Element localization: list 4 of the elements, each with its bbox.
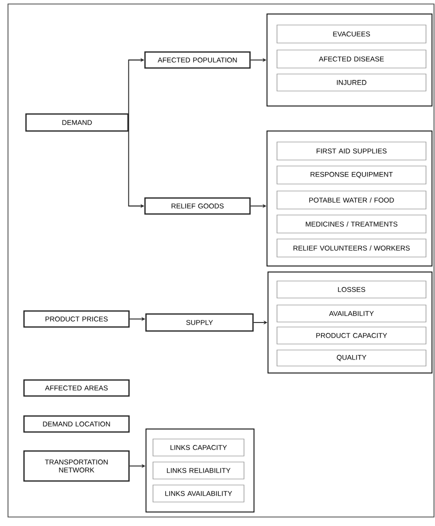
- group-box: [266, 14, 432, 106]
- group-box: [146, 428, 254, 512]
- group-box: [268, 272, 432, 374]
- group-box: [266, 130, 432, 266]
